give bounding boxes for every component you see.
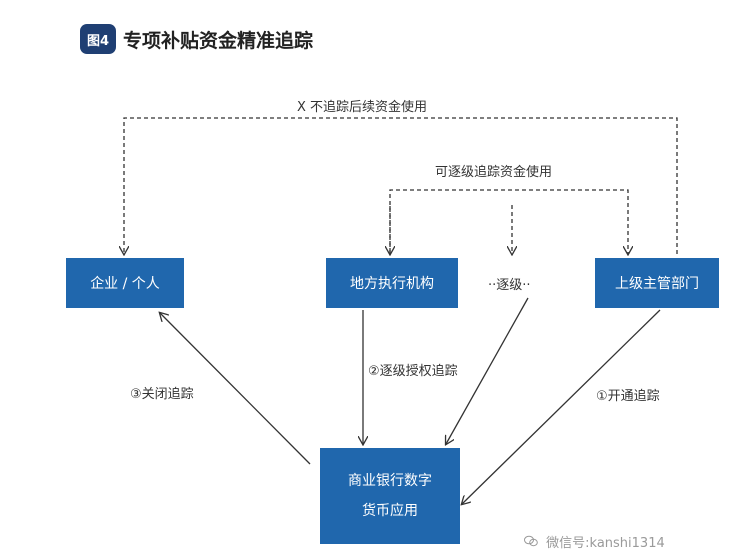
node-bank-line1: 商业银行数字 xyxy=(348,473,432,489)
arrow-close-tracking xyxy=(160,313,311,465)
wechat-icon xyxy=(524,535,538,551)
label-open-tracking: ①开通追踪 xyxy=(596,385,660,404)
figure-title: 专项补贴资金精准追踪 xyxy=(123,30,314,52)
node-local-agency: 地方执行机构 xyxy=(326,258,458,308)
label-no-tracking: X 不追踪后续资金使用 xyxy=(297,96,428,115)
node-superior-dept-label: 上级主管部门 xyxy=(615,276,699,292)
label-authorize-tracking: ②逐级授权追踪 xyxy=(368,360,458,379)
label-level-tracking: 可逐级追踪资金使用 xyxy=(435,161,553,180)
dashed-bracket-level-tracking xyxy=(389,189,628,254)
label-close-tracking: ③关闭追踪 xyxy=(130,383,194,402)
node-enterprise: 企业 / 个人 xyxy=(66,258,184,308)
node-enterprise-label: 企业 / 个人 xyxy=(90,276,160,292)
watermark: 微信号:kanshi1314 xyxy=(524,532,665,551)
node-bank-line2: 货币应用 xyxy=(362,503,418,519)
watermark-text: 微信号:kanshi1314 xyxy=(546,536,665,551)
label-level-step: ··逐级·· xyxy=(488,274,531,293)
figure-badge: 图4 xyxy=(80,24,116,54)
node-superior-dept: 上级主管部门 xyxy=(595,258,719,308)
dashed-arrow-no-tracking xyxy=(124,117,678,254)
node-local-agency-label: 地方执行机构 xyxy=(350,276,434,292)
arrow-open-tracking xyxy=(462,309,661,504)
arrow-level-to-bank xyxy=(446,297,529,444)
node-bank-digital-currency: 商业银行数字 货币应用 xyxy=(320,448,460,544)
